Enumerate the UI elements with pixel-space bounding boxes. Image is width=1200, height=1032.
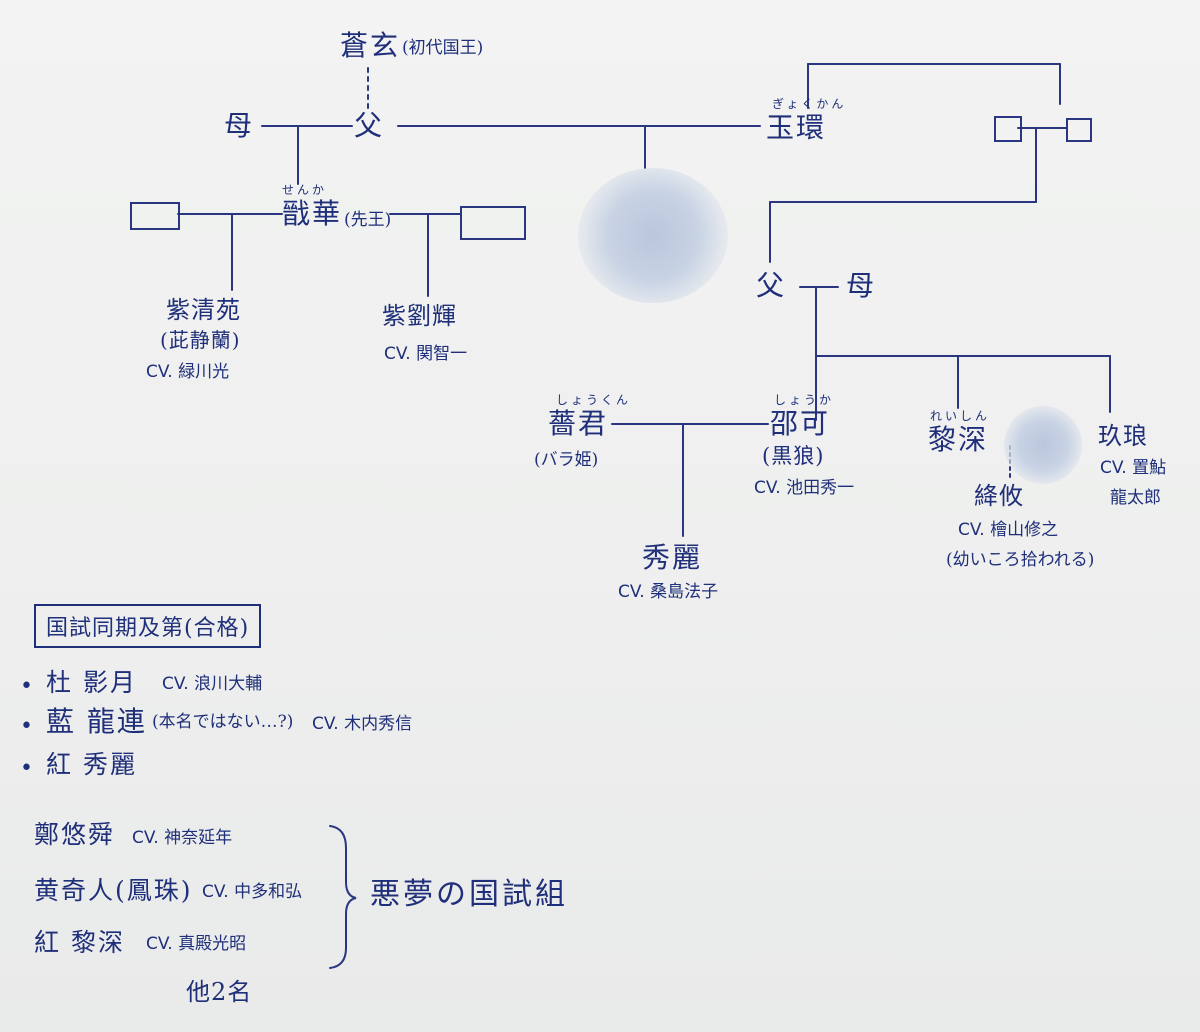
- shokun-name: 薔君: [548, 407, 609, 440]
- kouyuu-cv: CV. 檜山修之: [958, 520, 1059, 540]
- akumu-member-name: 黄奇人(鳳珠): [34, 876, 193, 905]
- bullet-icon: •: [20, 674, 33, 699]
- kokushi-title: 国試同期及第(合格): [34, 604, 262, 648]
- seien-alias: (茈静蘭): [160, 328, 241, 352]
- shurei-cv: CV. 桑島法子: [618, 582, 719, 602]
- blurred-person: [578, 168, 728, 303]
- shoka-cv: CV. 池田秀一: [754, 478, 855, 498]
- senka-name: 戩華: [282, 197, 343, 230]
- kuro-cv: CV. 置鮎: [1100, 458, 1167, 478]
- shurei-name: 秀麗: [642, 541, 703, 574]
- seien-cv: CV. 緑川光: [146, 362, 230, 382]
- senka-ruby: せんか: [282, 183, 328, 197]
- shokun-ruby: しょうくん: [556, 393, 632, 407]
- shokun-alias: (バラ姫): [534, 450, 599, 470]
- kouyuu-name: 絳攸: [974, 482, 1024, 510]
- kokushi-item-cv: CV. 木内秀信: [312, 714, 413, 734]
- mother-label: 母: [224, 109, 255, 142]
- unknown-person-box: [994, 116, 1022, 142]
- akumu-member-name: 紅 黎深: [34, 928, 125, 957]
- seien-name: 紫清苑: [166, 296, 241, 324]
- hyo-father-label: 父: [756, 269, 787, 302]
- kokushi-item-name: 紅 秀麗: [46, 750, 137, 779]
- founder-name: 蒼玄: [340, 29, 401, 62]
- consort-box: [460, 206, 526, 240]
- akumu-member-name: 鄭悠舜: [34, 820, 116, 849]
- consort-box: [130, 202, 180, 230]
- shoka-ruby: しょうか: [774, 393, 835, 407]
- senka-note: (先王): [344, 210, 392, 230]
- father-label: 父: [354, 109, 385, 142]
- akumu-group-label: 悪夢の国試組: [370, 877, 568, 912]
- shoka-name: 邵可: [770, 407, 831, 440]
- kokushi-item-name: 杜 影月: [46, 668, 137, 697]
- gyokukan-ruby: ぎょくかん: [772, 97, 847, 111]
- reishin-name: 黎深: [928, 423, 989, 456]
- bullet-icon: •: [20, 714, 33, 739]
- kuro-name: 玖琅: [1098, 422, 1148, 450]
- bullet-icon: •: [20, 756, 33, 781]
- blurred-person: [1004, 406, 1082, 484]
- kokushi-item-name: 藍 龍連: [46, 705, 147, 738]
- ryuki-name: 紫劉輝: [382, 302, 457, 330]
- shoka-alias: (黒狼): [762, 444, 825, 468]
- kouyuu-note: (幼いころ拾われる): [946, 550, 1095, 570]
- hyo-mother-label: 母: [846, 269, 877, 302]
- kuro-cv-continued: 龍太郎: [1110, 488, 1161, 508]
- reishin-ruby: れいしん: [930, 409, 991, 423]
- akumu-member-cv: CV. 真殿光昭: [146, 934, 247, 954]
- akumu-member-cv: CV. 中多和弘: [202, 882, 303, 902]
- kokushi-item-cv: CV. 浪川大輔: [162, 674, 263, 694]
- founder-note: (初代国王): [402, 38, 484, 58]
- ryuki-cv: CV. 関智一: [384, 344, 468, 364]
- akumu-member-cv: CV. 神奈延年: [132, 828, 233, 848]
- akumu-others: 他2名: [186, 978, 253, 1006]
- gyokukan-name: 玉環: [766, 111, 827, 144]
- unknown-person-box: [1066, 118, 1092, 142]
- kokushi-item-note: (本名ではない…?): [152, 712, 294, 732]
